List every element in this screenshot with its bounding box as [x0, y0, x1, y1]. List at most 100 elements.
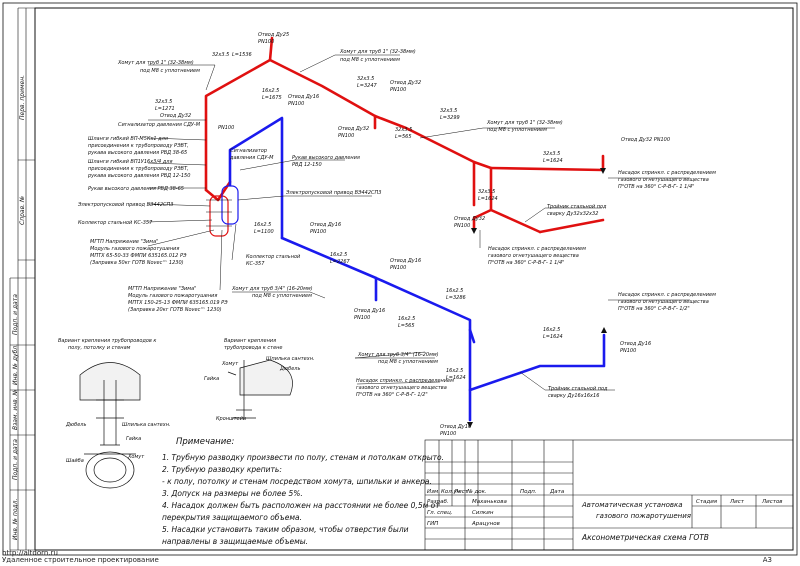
- note-4: 3. Допуск на размеры не более 5%.: [162, 489, 303, 498]
- stamp-role-3: ГИП: [427, 521, 438, 527]
- label-otvod-16e-1: Отвод Ду16: [620, 341, 651, 347]
- footer-url[interactable]: http://altdorn.ru: [2, 549, 58, 557]
- label-mgtp2-4: (Заправка 20кг ГОТВ Novec™ 1230): [128, 307, 222, 313]
- label-nozzle-b-1: Насадок спринкл. с распределением: [488, 246, 586, 252]
- outer-frame: [2, 2, 798, 556]
- stamp-role-1: Разраб.: [427, 499, 449, 505]
- label-signalizator2-2: давления СДУ-М: [229, 155, 274, 161]
- stamp-stadiya: Стадия: [696, 499, 718, 505]
- label-size-top-1: 32х3.5: [212, 52, 229, 58]
- strip-vzam-inv: Взам. инв. №: [12, 389, 19, 430]
- label-collector-2-1: Коллектор стальной: [246, 254, 301, 260]
- label-hose1-3: рукава высокого давления РВД 38-65: [87, 150, 187, 156]
- label-otvod-b-1: Отвод Ду32: [338, 126, 369, 132]
- label-hose2-2: присоединения к трубопроводу РЭВТ,: [88, 166, 189, 172]
- label-clamp-34b-1: Хомут для труб 3/4" (16-20мм): [357, 352, 439, 358]
- note-2: 2. Трубную разводку крепить:: [162, 465, 282, 474]
- note-5: 4. Насадок должен быть расположен на рас…: [162, 501, 440, 510]
- detail-left-title-2: полу, потолку и стенам: [68, 345, 131, 351]
- label-nozzle-c-1: Насадок спринкл. с распределением: [618, 292, 716, 298]
- label-otvod-a-1: Отвод Ду32: [390, 80, 421, 86]
- label-size-16e-2: L=3286: [446, 295, 466, 301]
- strip-podp-data-1: Подп. и дата: [12, 294, 19, 335]
- stamp-header-list: Лист: [453, 489, 469, 495]
- stamp-title-line2: газового пожаротушения: [596, 512, 691, 520]
- label-otvod-a-2: PN100: [390, 87, 406, 93]
- stamp-name-2: Силкин: [472, 510, 494, 516]
- cylinder-red: [209, 195, 229, 237]
- label-size-16f-2: L=1624: [543, 334, 563, 340]
- label-clamp-top-1: Хомут для труб 1" (32-38мм): [117, 60, 194, 66]
- nozzle-blue-1: [601, 327, 607, 333]
- label-size-top-2: L=1536: [232, 52, 252, 58]
- stamp-role-2: Гл. спец.: [427, 510, 453, 516]
- label-otvod-16e-2: PN100: [620, 348, 636, 354]
- stamp-drawing: Аксонометрическая схема ГОТВ: [581, 533, 709, 542]
- nozzle-red-1: [600, 168, 606, 174]
- note-6: перекрытия защищаемого объема.: [162, 513, 302, 522]
- label-nozzle-d-2: газового огнетушащего вещества: [356, 385, 447, 391]
- label-clamp-mid-2: под М8 с уплотнением: [487, 127, 547, 133]
- mounting-detail-wall: [227, 359, 293, 420]
- detail-dyubel2: Дюбель: [279, 366, 300, 372]
- label-size-c-2: L=3299: [440, 115, 460, 121]
- strip-perv-primen: Перв. примен.: [19, 75, 26, 120]
- stamp-header-kol: Кол.уч.: [441, 489, 462, 495]
- blue-pipeline: [228, 116, 606, 422]
- strip-sprav-no: Справ. №: [19, 196, 26, 225]
- strip-podp-data-2: Подп. и дата: [12, 439, 19, 480]
- detail-homut2: Хомут: [221, 361, 239, 367]
- label-nozzle-a-2: газового огнетушащего вещества: [618, 177, 709, 183]
- footer-caption: Удаленное строительное проектирование: [2, 556, 159, 564]
- label-size-b-1: 32х3.5: [357, 76, 374, 82]
- label-size-f-1: 32х3.5: [478, 189, 495, 195]
- label-otvod-16f-2: PN100: [440, 431, 456, 437]
- label-otvod-16b-1: Отвод Ду16: [310, 222, 341, 228]
- label-size-16e-1: 16х2.5: [446, 288, 463, 294]
- label-clamp-top-2: под М8 с уплотнением: [140, 68, 200, 74]
- detail-right-title-1: Вариант крепления: [224, 338, 276, 344]
- label-size-16d-1: 16х2.5: [398, 316, 415, 322]
- label-otvod-16a-1: Отвод Ду16: [288, 94, 319, 100]
- label-hose2-1: Шланги гибкий ВП1У16х3/4 для: [88, 159, 172, 165]
- left-strip: [9, 7, 35, 551]
- label-otvod-16b-2: PN100: [310, 229, 326, 235]
- nozzle-blue-2: [467, 422, 473, 428]
- label-otvod-16d-1: Отвод Ду16: [354, 308, 385, 314]
- label-size-16c-2: L=2267: [330, 259, 351, 265]
- notes-title: Примечание:: [176, 437, 234, 447]
- footer-source: http://altdorn.ru Удаленное строительное…: [2, 550, 159, 564]
- label-otvod-16d-2: PN100: [354, 315, 370, 321]
- note-7: 5. Насадки установить таким образом, что…: [162, 525, 409, 534]
- label-hose1-1: Шланги гибкий ВП-М5Кх1 для: [88, 136, 168, 142]
- detail-gaika2: Гайка: [204, 376, 219, 382]
- label-otvod-16f-1: Отвод Ду16: [440, 424, 471, 430]
- label-clamp-34a-2: под М8 с уплотнением: [252, 293, 312, 299]
- label-clamp-34b-2: под М8 с уплотнением: [378, 359, 438, 365]
- note-1: 1. Трубную разводку произвести по полу, …: [162, 453, 444, 462]
- label-tee32-1: Тройник стальной под: [547, 204, 607, 210]
- label-collector-1: Коллектор стальной КС-357: [78, 220, 153, 226]
- label-hose-rvd12-1: Рукав высокого давления: [292, 155, 360, 161]
- title-block: [424, 439, 794, 551]
- label-otvod-c: Отвод Ду32 PN100: [621, 137, 670, 143]
- stamp-listov: Листов: [761, 499, 783, 505]
- label-nozzle-c-3: П°ОТВ на 360° С-Р-В-Г- 1/2": [618, 306, 690, 312]
- inner-frame: [34, 7, 794, 551]
- label-size-16a-2: L=1675: [262, 95, 282, 101]
- label-clamp-mid0-1: Хомут для труб 1" (32-38мм): [339, 49, 416, 55]
- label-size-g-2: L=1271: [155, 106, 175, 112]
- stamp-list: Лист: [729, 499, 745, 505]
- detail-left-title-1: Вариант крепления трубопроводов к: [58, 338, 156, 344]
- nozzles: [467, 168, 607, 428]
- detail-right-title-2: трубопровода к стене: [224, 345, 283, 351]
- label-mgtp2-3: МПТХ 150-25-13 ФМПИ 635165.019 РЭ: [128, 300, 228, 306]
- detail-homut: Хомут: [127, 454, 145, 460]
- label-mgtp2-2: Модуль газового пожаротушения: [128, 293, 217, 299]
- strip-inv-dubl: Инв. № дубл.: [12, 344, 19, 385]
- label-hose2-3: рукава высокого давления РВД 12-150: [87, 173, 190, 179]
- strip-inv-podl: Инв. № подл.: [12, 499, 19, 540]
- label-otvod-16c-2: PN100: [390, 265, 406, 271]
- label-mgtp1-1: МГТП Напряжение "Зима": [90, 239, 158, 245]
- label-size-16f-1: 16х2.5: [543, 327, 560, 333]
